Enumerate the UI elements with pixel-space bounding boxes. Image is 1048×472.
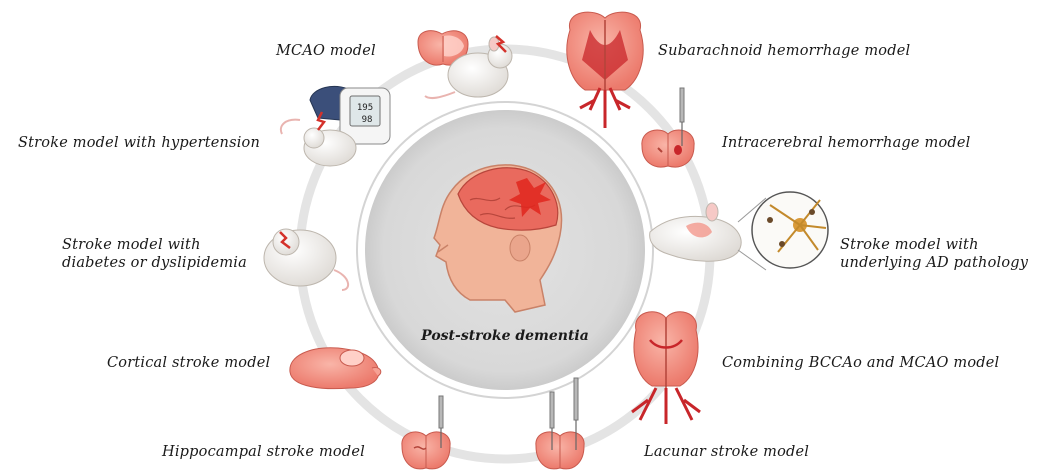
bp-systolic: 195 (357, 103, 373, 113)
label-lacunar: Lacunar stroke model (644, 443, 809, 461)
cortical-icon (290, 348, 381, 389)
label-hypertension: Stroke model with hypertension (18, 134, 260, 152)
label-diabetes: Stroke model with diabetes or dyslipidem… (62, 236, 247, 272)
label-sah: Subarachnoid hemorrhage model (658, 42, 910, 60)
center-title: Post-stroke dementia (410, 328, 600, 344)
mcao-icon (418, 31, 512, 98)
ad-icon (650, 192, 828, 270)
label-ad-line2: underlying AD pathology (840, 254, 1028, 272)
hypertension-icon: 195 98 (281, 86, 390, 166)
bp-diastolic: 98 (362, 115, 373, 125)
label-ad-line1: Stroke model with (840, 236, 1028, 254)
label-cortical: Cortical stroke model (107, 354, 270, 372)
label-bccao: Combining BCCAo and MCAO model (722, 354, 999, 372)
label-ich: Intracerebral hemorrhage model (722, 134, 971, 152)
label-mcao: MCAO model (276, 42, 376, 60)
diabetes-icon (264, 229, 348, 290)
sah-icon (567, 12, 643, 128)
label-diabetes-line2: diabetes or dyslipidemia (62, 254, 247, 272)
lacunar-icon (536, 378, 584, 469)
label-ad: Stroke model with underlying AD patholog… (840, 236, 1028, 272)
label-hippocampal: Hippocampal stroke model (162, 443, 365, 461)
label-diabetes-line1: Stroke model with (62, 236, 247, 254)
